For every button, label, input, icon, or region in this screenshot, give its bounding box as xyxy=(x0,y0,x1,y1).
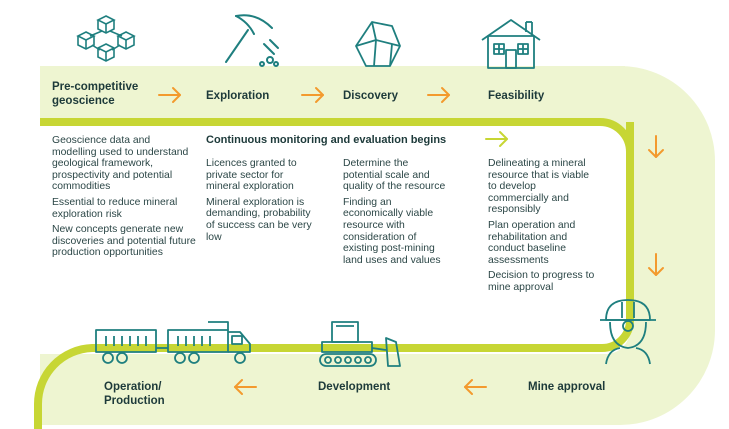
rock-icon xyxy=(355,21,401,67)
desc-paragraph: Determine the potential scale and qualit… xyxy=(343,158,446,193)
desc-paragraph: New concepts generate new discoveries an… xyxy=(52,224,196,259)
arrow-right-icon xyxy=(158,87,181,103)
desc-paragraph: Essential to reduce mineral exploration … xyxy=(52,196,178,220)
desc-paragraph: Mineral exploration is demanding, probab… xyxy=(206,196,312,243)
desc-paragraph: Geoscience data and modelling used to un… xyxy=(52,135,189,193)
stage-label-mine-approval: Mine approval xyxy=(528,381,606,393)
arrow-right-lime-icon xyxy=(485,131,508,147)
arrow-down-icon xyxy=(648,253,664,276)
desc-paragraph: Decision to progress to mine approval xyxy=(488,270,595,293)
desc-exploration: Licences granted to private sector for m… xyxy=(206,158,314,247)
haul-truck-icon xyxy=(95,321,251,364)
arrow-right-icon xyxy=(427,87,450,103)
bulldozer-icon xyxy=(319,321,401,367)
cubes-network-icon xyxy=(76,15,136,62)
stage-label-feasibility: Feasibility xyxy=(488,90,545,102)
monitoring-banner: Continuous monitoring and evaluation beg… xyxy=(206,134,447,146)
arrow-left-icon xyxy=(234,379,257,395)
hardhat-worker-icon xyxy=(600,299,656,365)
desc-pre-competitive: Geoscience data and modelling used to un… xyxy=(52,135,197,263)
desc-paragraph: Licences granted to private sector for m… xyxy=(206,158,297,193)
house-icon xyxy=(481,19,541,69)
desc-feasibility: Delineating a mineral resource that is v… xyxy=(488,158,598,298)
stage-label-development: Development xyxy=(318,381,391,393)
stage-label-discovery: Discovery xyxy=(343,90,398,102)
desc-paragraph: Finding an economically viable resource … xyxy=(343,196,441,266)
stage-label-operation: Operation/ Production xyxy=(104,381,165,407)
arrow-left-icon xyxy=(464,379,487,395)
desc-paragraph: Delineating a mineral resource that is v… xyxy=(488,158,590,216)
arrow-down-icon xyxy=(648,135,664,158)
stage-label-exploration: Exploration xyxy=(206,90,270,102)
stage-label-pre-competitive: Pre-competitive geoscience xyxy=(52,81,139,107)
pickaxe-icon xyxy=(225,14,279,67)
desc-discovery: Determine the potential scale and qualit… xyxy=(343,158,447,270)
desc-paragraph: Plan operation and rehabilitation and co… xyxy=(488,219,576,266)
arrow-right-icon xyxy=(301,87,324,103)
